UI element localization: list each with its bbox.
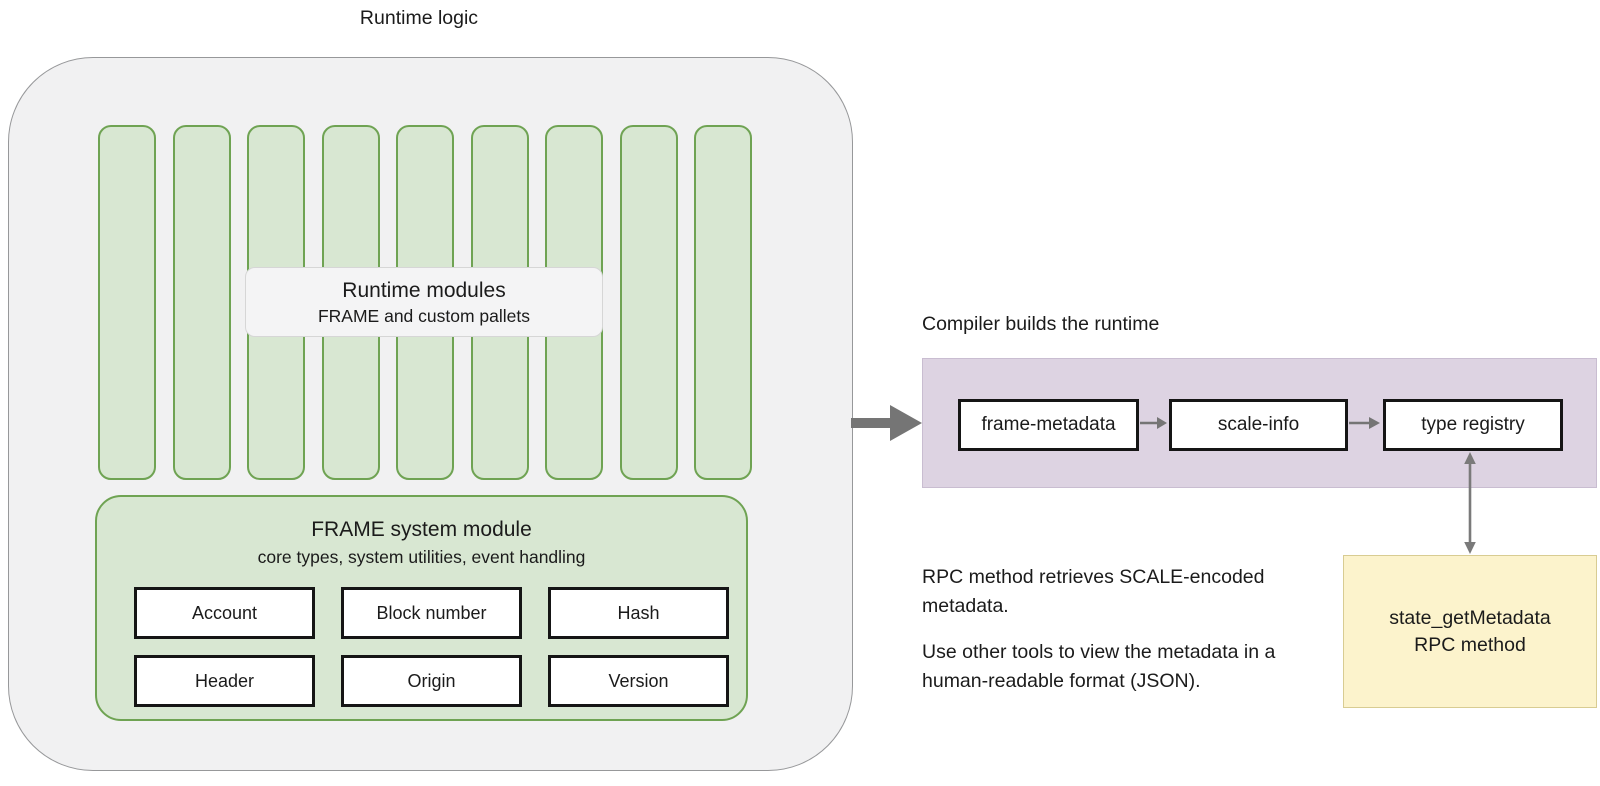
runtime-module-bar — [619, 125, 678, 480]
runtime-modules-subtitle: FRAME and custom pallets — [317, 306, 531, 326]
step-scale-info: scale-info — [1169, 399, 1348, 451]
compiler-pipeline-box: frame-metadata scale-info type registry — [922, 358, 1597, 488]
step-type-registry: type registry — [1383, 399, 1563, 451]
frame-system-title: FRAME system module — [311, 518, 532, 541]
runtime-module-bar — [172, 125, 231, 480]
frame-cell: Account — [134, 587, 315, 639]
state-getmetadata-line1: state_getMetadata — [1389, 606, 1551, 629]
frame-cell: Block number — [341, 587, 522, 639]
runtime-modules-title: Runtime modules — [342, 279, 506, 302]
rpc-paragraph-2-line2: human-readable format (JSON). — [922, 669, 1201, 692]
runtime-module-bar — [98, 125, 156, 480]
runtime-modules-label: Runtime modules FRAME and custom pallets — [245, 267, 603, 337]
build-flow-arrow-icon — [851, 405, 922, 441]
frame-system-subtitle: core types, system utilities, event hand… — [257, 547, 586, 567]
metadata-link-arrow-icon — [1464, 452, 1476, 554]
state-getmetadata-box: state_getMetadata RPC method — [1343, 555, 1597, 708]
frame-cell: Header — [134, 655, 315, 707]
step-arrow-icon — [1349, 417, 1380, 429]
step-arrow-icon — [1140, 417, 1167, 429]
rpc-paragraph-2-line1: Use other tools to view the metadata in … — [922, 641, 1276, 663]
compiler-section-title: Compiler builds the runtime — [922, 313, 1160, 335]
state-getmetadata-line2: RPC method — [1414, 633, 1526, 656]
rpc-paragraph-1: RPC method retrieves SCALE-encoded metad… — [922, 563, 1265, 620]
frame-cell: Version — [548, 655, 729, 707]
frame-cell: Hash — [548, 587, 729, 639]
runtime-logic-title: Runtime logic — [359, 7, 479, 29]
frame-cell: Origin — [341, 655, 522, 707]
step-frame-metadata: frame-metadata — [958, 399, 1139, 451]
runtime-module-bar — [694, 125, 752, 480]
rpc-paragraph-1-line2: metadata. — [922, 594, 1009, 617]
rpc-paragraph-2: Use other tools to view the metadata in … — [922, 638, 1275, 695]
frame-system-module-box: FRAME system module core types, system u… — [95, 495, 748, 721]
rpc-paragraph-1-line1: RPC method retrieves SCALE-encoded — [922, 566, 1265, 588]
